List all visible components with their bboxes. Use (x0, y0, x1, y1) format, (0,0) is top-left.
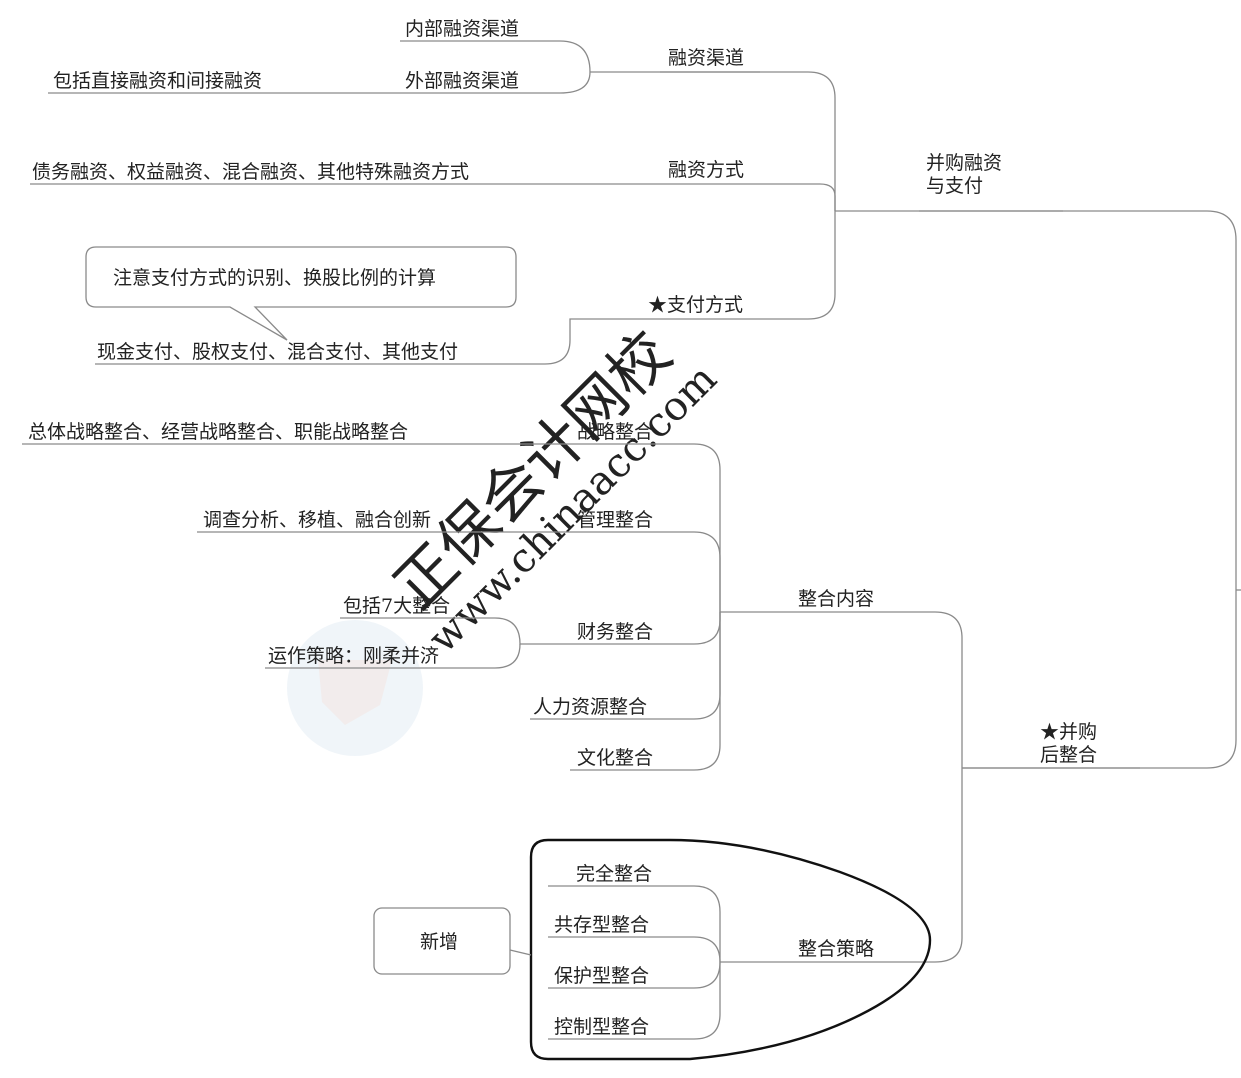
link-strategy-item-2 (548, 936, 721, 963)
new-tag-label: 新增 (420, 931, 458, 953)
financing-label-line2: 与支付 (926, 175, 983, 197)
methods-detail: 债务融资、权益融资、混合融资、其他特殊融资方式 (32, 161, 469, 183)
watermark-logo-book-icon (318, 660, 392, 725)
strategy-item-4: 控制型整合 (554, 1016, 649, 1038)
content-finance-detail1: 包括7大整合 (343, 595, 450, 617)
link-management-int (560, 531, 721, 612)
content-finance-detail2: 运作策略：刚柔并济 (268, 645, 439, 667)
content-strategy: 战略整合 (577, 421, 653, 443)
payment-detail: 现金支付、股权支付、混合支付、其他支付 (97, 341, 458, 363)
link-culture-int (570, 612, 721, 771)
link-strategy-item-1 (548, 885, 721, 962)
strategy-item-1: 完全整合 (576, 863, 652, 885)
new-highlight-outline (529, 838, 932, 1061)
integration-label-line1: ★并购 (1040, 721, 1097, 743)
channels-external: 外部融资渠道 (405, 70, 519, 92)
link-payment-detail (95, 318, 640, 365)
link-external (400, 71, 591, 94)
link-content (720, 611, 963, 768)
channels-internal: 内部融资渠道 (405, 18, 519, 40)
link-strategies (720, 768, 963, 963)
link-strategy-item-4 (548, 962, 721, 1040)
link-internal (400, 40, 591, 73)
payment-label: ★支付方式 (648, 294, 743, 316)
integration-label-line2: 后整合 (1040, 744, 1097, 766)
content-culture: 文化整合 (577, 747, 653, 769)
content-management-detail: 调查分析、移植、融合创新 (203, 509, 431, 531)
link-payment (640, 211, 836, 320)
link-methods (660, 183, 836, 211)
link-channels (660, 71, 836, 211)
new-tag-box (373, 907, 511, 975)
strategy-item-2: 共存型整合 (554, 914, 649, 936)
link-finance-detail1 (340, 617, 560, 645)
link-strategy-int (560, 443, 721, 612)
branch-financing (835, 210, 1237, 590)
content-label: 整合内容 (798, 588, 874, 610)
watermark: 正保会计网校 www.chinaacc.com (287, 319, 726, 756)
channels-label: 融资渠道 (668, 47, 744, 69)
branch-integration (962, 590, 1237, 769)
payment-callout-text: 注意支付方式的识别、换股比例的计算 (113, 267, 436, 289)
content-finance: 财务整合 (577, 621, 653, 643)
content-hr: 人力资源整合 (533, 696, 647, 718)
link-finance-detail2 (265, 643, 521, 669)
payment-callout-bubble (85, 246, 517, 341)
content-management: 管理整合 (577, 509, 653, 531)
channels-external-note: 包括直接融资和间接融资 (53, 70, 262, 92)
strategy-item-3: 保护型整合 (554, 965, 649, 987)
new-tag-connector (509, 949, 532, 956)
financing-label-line1: 并购融资 (926, 152, 1002, 174)
methods-label: 融资方式 (668, 159, 744, 181)
content-strategy-detail: 总体战略整合、经营战略整合、职能战略整合 (28, 421, 408, 443)
strategies-label: 整合策略 (798, 938, 874, 960)
